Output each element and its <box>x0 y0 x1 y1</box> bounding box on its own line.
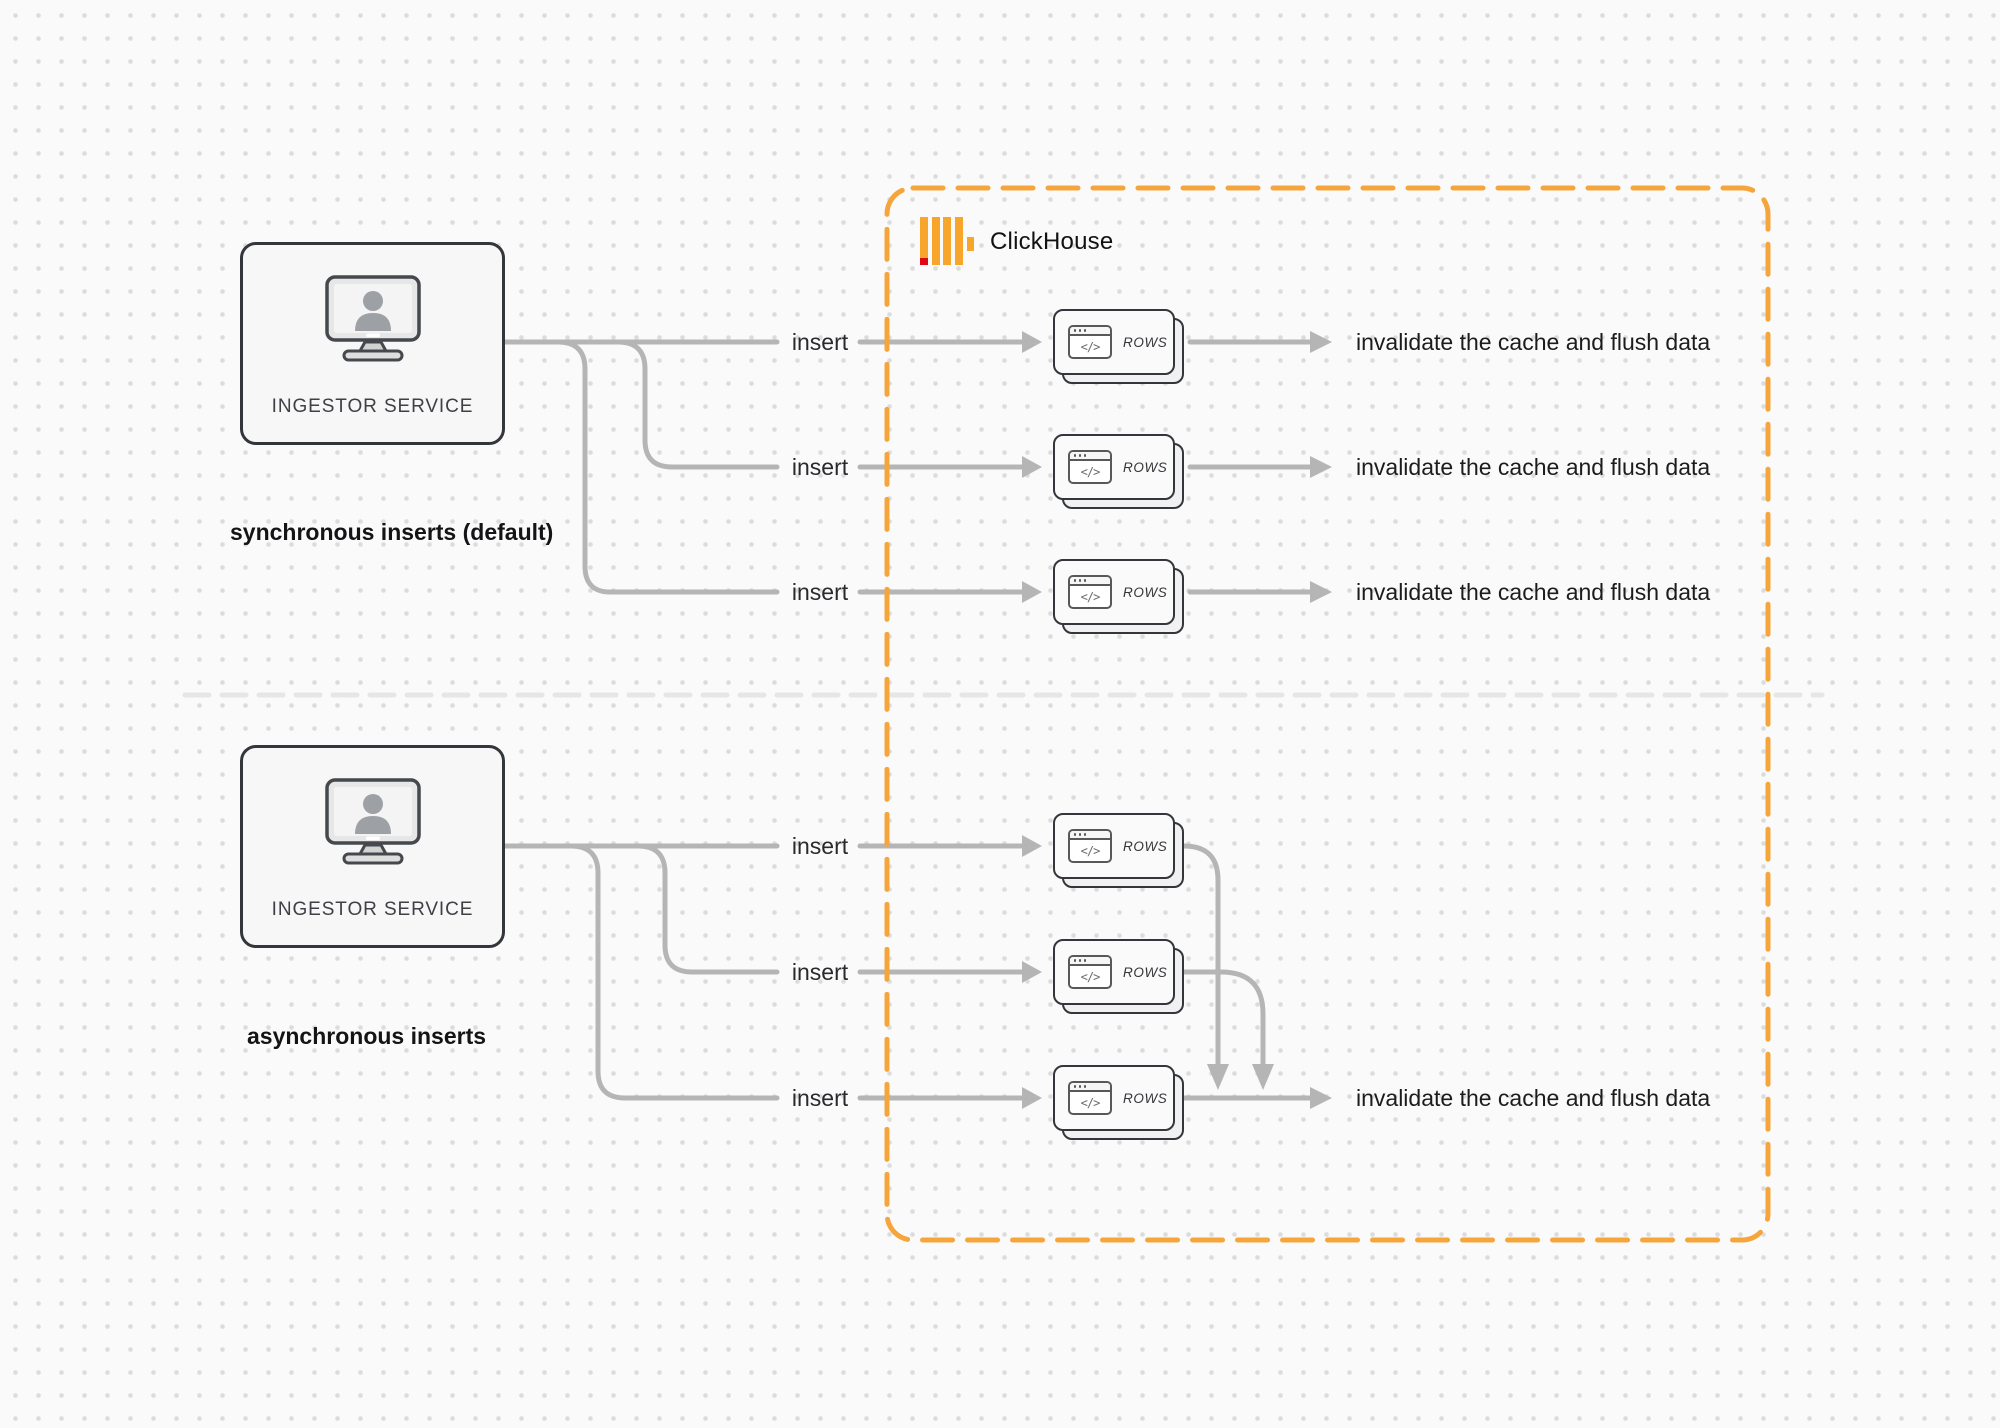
code-window-icon: </> <box>1068 829 1112 863</box>
logo-bar <box>943 217 951 265</box>
code-window-icon: </> <box>1068 1081 1112 1115</box>
code-window-icon: </> <box>1068 955 1112 989</box>
clickhouse-boundary-box <box>884 185 1771 1243</box>
clickhouse-label: ClickHouse <box>990 228 1114 255</box>
async-connector-lines <box>502 835 1332 1109</box>
arrowhead-down-icon <box>1252 1064 1274 1090</box>
arrowhead-icon <box>1310 1087 1332 1109</box>
rows-card: </> ROWS <box>1053 813 1184 888</box>
rows-card: </> ROWS <box>1053 559 1184 634</box>
rows-card: </> ROWS <box>1053 309 1184 384</box>
sync-caption: synchronous inserts (default) <box>230 519 554 545</box>
arrowhead-icon <box>1310 331 1332 353</box>
sync-connector-lines <box>502 331 1332 603</box>
ingestor-service-label: INGESTOR SERVICE <box>271 396 474 417</box>
result-label: invalidate the cache and flush data <box>1356 329 1711 355</box>
user-monitor-icon <box>324 275 421 362</box>
arrowhead-icon <box>1022 835 1042 857</box>
rows-label: ROWS <box>1123 838 1168 854</box>
rows-card: </> ROWS <box>1053 939 1184 1014</box>
user-monitor-icon <box>324 778 421 865</box>
insert-label: insert <box>791 833 849 859</box>
result-label: invalidate the cache and flush data <box>1356 579 1711 605</box>
rows-card: </> ROWS <box>1053 1065 1184 1140</box>
insert-label: insert <box>791 579 849 605</box>
rows-label: ROWS <box>1123 459 1168 475</box>
ingestor-service-box-sync: INGESTOR SERVICE <box>240 242 505 445</box>
insert-label: insert <box>791 959 849 985</box>
arrowhead-icon <box>1022 456 1042 478</box>
arrowhead-icon <box>1310 456 1332 478</box>
result-label: invalidate the cache and flush data <box>1356 454 1711 480</box>
ingestor-service-box-async: INGESTOR SERVICE <box>240 745 505 948</box>
code-window-icon: </> <box>1068 575 1112 609</box>
logo-bar <box>954 217 963 265</box>
rows-label: ROWS <box>1123 334 1168 350</box>
arrowhead-icon <box>1022 581 1042 603</box>
clickhouse-logo-icon <box>920 217 974 265</box>
ingestor-service-label: INGESTOR SERVICE <box>271 899 474 920</box>
logo-bar <box>931 217 940 265</box>
insert-label: insert <box>791 329 849 355</box>
code-window-icon: </> <box>1068 450 1112 484</box>
arrowhead-icon <box>1022 1087 1042 1109</box>
logo-tick <box>966 237 974 251</box>
rows-label: ROWS <box>1123 584 1168 600</box>
rows-card: </> ROWS <box>1053 434 1184 509</box>
result-label: invalidate the cache and flush data <box>1356 1085 1711 1111</box>
arrowhead-icon <box>1310 581 1332 603</box>
code-window-icon: </> <box>1068 325 1112 359</box>
arrowhead-down-icon <box>1207 1064 1229 1090</box>
logo-bar <box>920 217 928 265</box>
insert-label: insert <box>791 1085 849 1111</box>
arrowhead-icon <box>1022 331 1042 353</box>
rows-label: ROWS <box>1123 964 1168 980</box>
insert-label: insert <box>791 454 849 480</box>
arrowhead-icon <box>1022 961 1042 983</box>
rows-label: ROWS <box>1123 1090 1168 1106</box>
async-caption: asynchronous inserts <box>247 1023 487 1049</box>
